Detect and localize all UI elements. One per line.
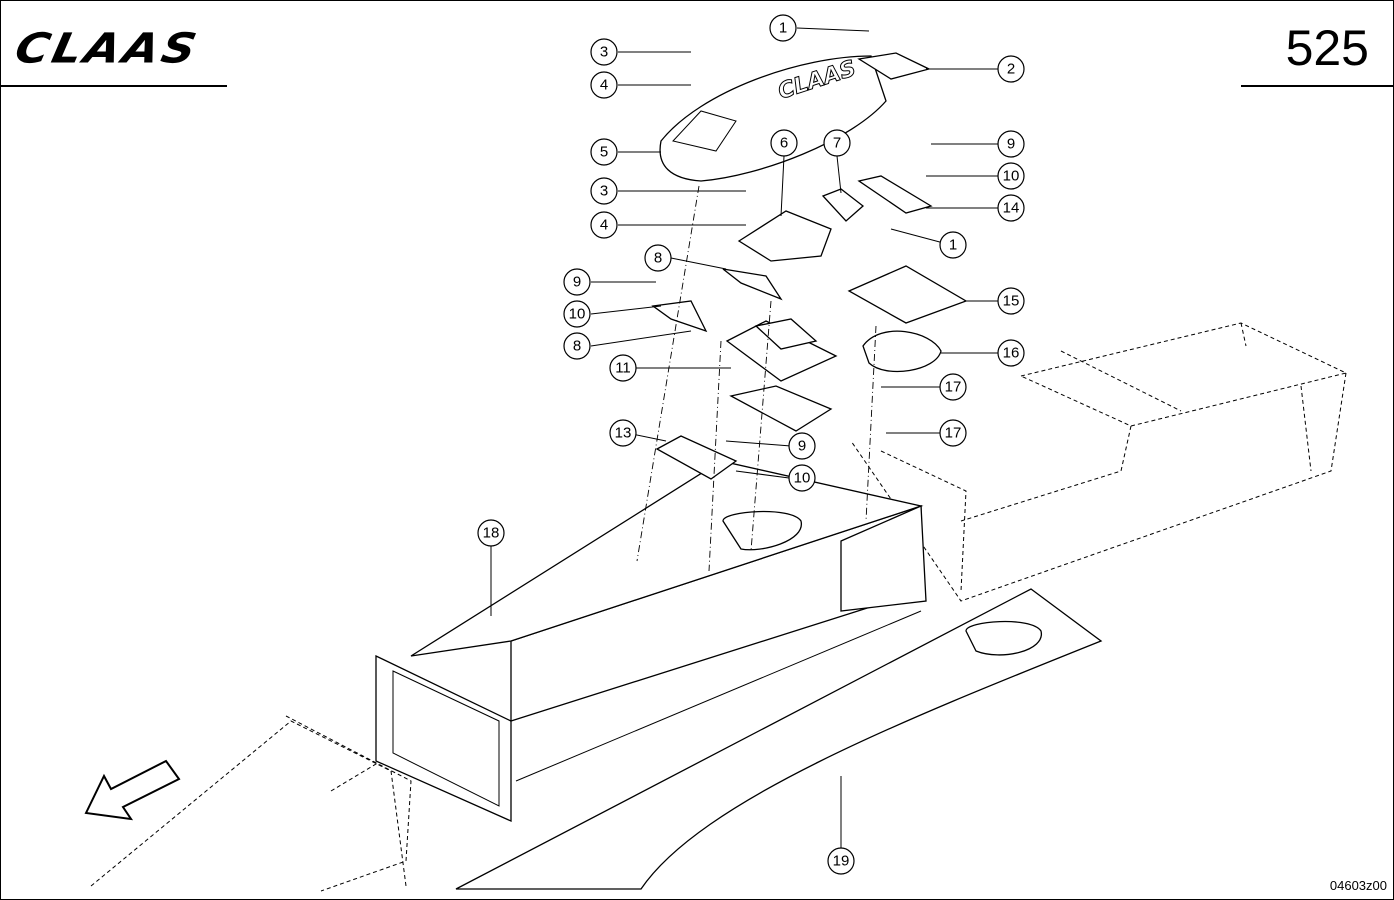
page-number: 525 [1285, 20, 1369, 76]
gasket-16 [862, 330, 942, 373]
callout-6: 6 [770, 129, 798, 157]
callout-4: 4 [590, 71, 618, 99]
callout-2: 2 [997, 55, 1025, 83]
callout-8: 8 [644, 244, 672, 272]
svg-text:15: 15 [1003, 293, 1020, 310]
callout-3: 3 [590, 38, 618, 66]
callout-3b: 3 [590, 177, 618, 205]
logo-underline [1, 85, 227, 87]
svg-text:9: 9 [798, 438, 806, 455]
svg-text:16: 16 [1003, 345, 1020, 362]
svg-text:19: 19 [833, 853, 850, 870]
svg-text:17: 17 [945, 425, 962, 442]
callout-1: 1 [769, 14, 797, 42]
callout-16: 16 [997, 339, 1025, 367]
callout-8b: 8 [563, 332, 591, 360]
callout-9b: 9 [563, 268, 591, 296]
svg-text:18: 18 [483, 525, 500, 542]
bracket-6 [651, 210, 832, 333]
svg-text:9: 9 [573, 274, 581, 291]
callout-9: 9 [997, 130, 1025, 158]
callout-9c: 9 [788, 432, 816, 460]
brackets-7-14 [821, 175, 933, 222]
svg-text:8: 8 [654, 250, 662, 267]
page-number-underline [1241, 85, 1393, 87]
plate-11 [725, 318, 838, 432]
callout-13: 13 [609, 419, 637, 447]
callout-5: 5 [590, 138, 618, 166]
callout-14: 14 [997, 194, 1025, 222]
plate-15 [847, 265, 968, 324]
callout-17b: 17 [939, 419, 967, 447]
svg-text:11: 11 [615, 360, 631, 377]
svg-text:5: 5 [600, 144, 608, 161]
svg-text:2: 2 [1007, 61, 1015, 78]
direction-arrow-icon [84, 759, 181, 821]
callout-1b: 1 [939, 231, 967, 259]
callout-19: 19 [827, 847, 855, 875]
front-frame-dashed [90, 715, 412, 892]
svg-text:3: 3 [600, 183, 608, 200]
assembly-lines [636, 185, 877, 572]
svg-text:14: 14 [1003, 200, 1020, 217]
callout-11: 11 [609, 354, 637, 382]
svg-text:10: 10 [569, 306, 586, 323]
svg-text:9: 9 [1007, 136, 1015, 153]
svg-text:4: 4 [600, 217, 608, 234]
callout-10: 10 [997, 162, 1025, 190]
callout-10c: 10 [788, 464, 816, 492]
block-13 [655, 435, 738, 480]
svg-text:10: 10 [794, 470, 811, 487]
svg-text:7: 7 [833, 135, 841, 152]
svg-text:8: 8 [573, 338, 581, 355]
svg-text:3: 3 [600, 44, 608, 61]
callout-18: 18 [477, 519, 505, 547]
leader-lines [490, 27, 1011, 861]
callout-15: 15 [997, 287, 1025, 315]
svg-text:10: 10 [1003, 168, 1020, 185]
svg-text:6: 6 [780, 135, 788, 152]
svg-text:1: 1 [779, 20, 787, 37]
figure-code: 04603z00 [1329, 878, 1387, 893]
svg-text:1: 1 [949, 237, 957, 254]
svg-text:13: 13 [615, 425, 632, 442]
floor-plate [455, 588, 1103, 890]
main-channel [375, 460, 927, 823]
callout-4b: 4 [590, 211, 618, 239]
callout-17: 17 [939, 373, 967, 401]
svg-text:17: 17 [945, 379, 962, 396]
callout-10b: 10 [563, 300, 591, 328]
svg-text:4: 4 [600, 77, 608, 94]
callout-7: 7 [823, 129, 851, 157]
top-cover: CLAAS [659, 55, 887, 182]
